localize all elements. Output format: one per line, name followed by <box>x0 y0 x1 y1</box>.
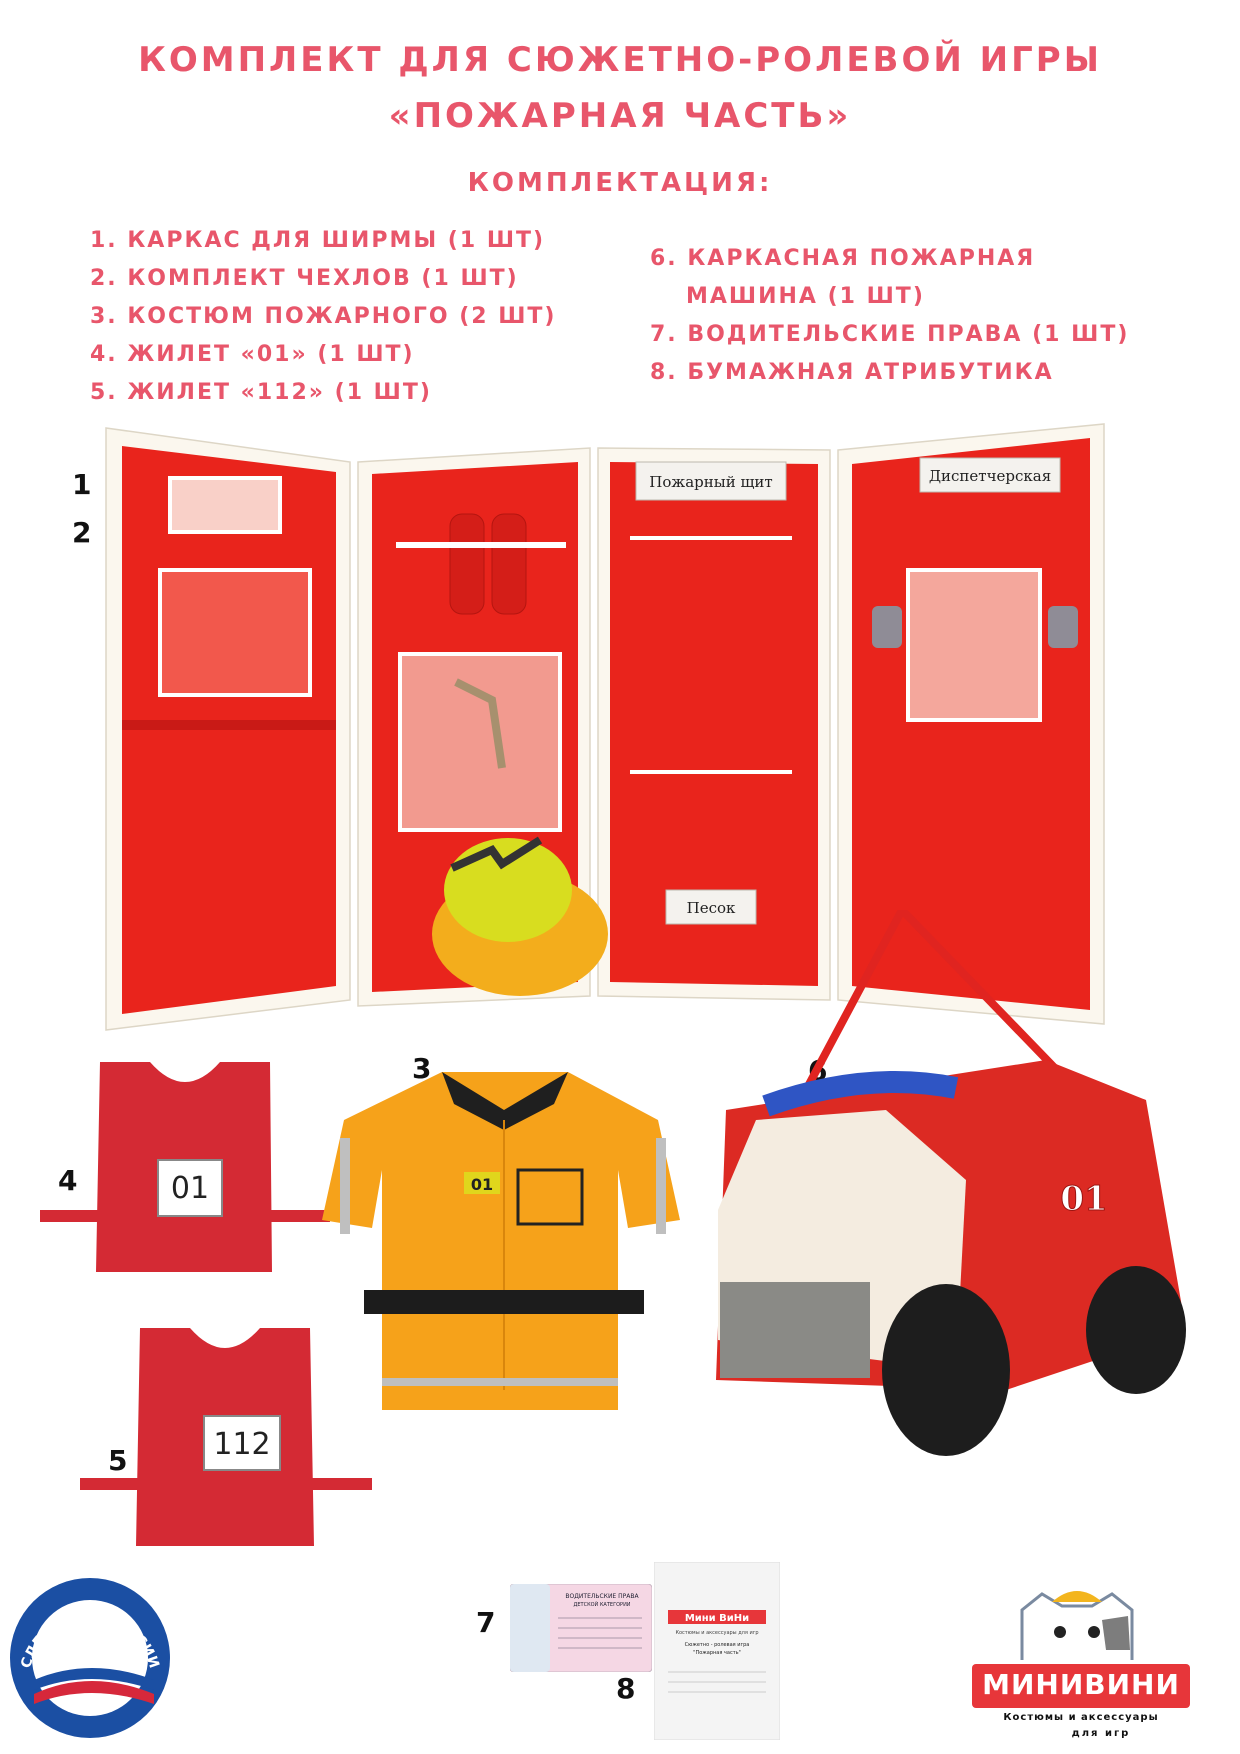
fire-truck-image: 01 <box>716 910 1186 1456</box>
brand-name-bar <box>972 1664 1190 1708</box>
title-line-1: КОМПЛЕКТ ДЛЯ СЮЖЕТНО-РОЛЕВОЙ ИГРЫ <box>138 40 1102 80</box>
screen-panel-4: Диспетчерская <box>837 423 1105 1025</box>
title-line-2: «ПОЖАРНАЯ ЧАСТЬ» <box>388 96 852 136</box>
paper-line-2: "Пожарная часть" <box>693 1650 741 1656</box>
helmet <box>432 836 608 996</box>
list-item: 6. КАРКАСНАЯ ПОЖАРНАЯ <box>650 246 1036 271</box>
driver-license-image: ВОДИТЕЛЬСКИЕ ПРАВА ДЕТСКОЙ КАТЕГОРИИ <box>510 1584 652 1672</box>
vest-01-number: 01 <box>171 1171 209 1206</box>
folding-screen-image: Пожарный щит Песок Диспетчерская <box>105 423 1105 1031</box>
vest-112-image: 112 <box>80 1328 372 1546</box>
cat-mascot-icon <box>1020 1591 1134 1660</box>
brand-name: МИНИВИНИ <box>982 1668 1180 1701</box>
screen-panel-3: Пожарный щит Песок <box>597 447 831 1001</box>
item-number-4: 4 <box>58 1164 78 1197</box>
list-item: 8. БУМАЖНАЯ АТРИБУТИКА <box>650 360 1054 385</box>
item-number-8: 8 <box>616 1672 636 1705</box>
list-item: 1. КАРКАС ДЛЯ ШИРМЫ (1 ШТ) <box>90 228 546 253</box>
screen-label-dispatch: Диспетчерская <box>929 467 1051 485</box>
paper-brand: Мини ВиНи <box>685 1613 749 1624</box>
paper-line-1: Сюжетно - ролевая игра <box>685 1642 750 1648</box>
brand-tagline-1: Костюмы и аксессуары <box>1003 1712 1159 1723</box>
item-number-3: 3 <box>412 1052 432 1085</box>
list-item: 2. КОМПЛЕКТ ЧЕХЛОВ (1 ШТ) <box>90 266 519 291</box>
paper-attributes-image: Мини ВиНи Костюмы и аксессуары для игр С… <box>654 1562 780 1740</box>
screen-label-sand: Песок <box>687 899 736 917</box>
screen-label-shield: Пожарный щит <box>649 473 772 491</box>
list-item: 3. КОСТЮМ ПОЖАРНОГО (2 ШТ) <box>90 304 557 329</box>
paper-tagline: Костюмы и аксессуары для игр <box>675 1630 758 1636</box>
items-list-right: 6. КАРКАСНАЯ ПОЖАРНАЯ МАШИНА (1 ШТ) 7. В… <box>650 240 1129 392</box>
list-item: 7. ВОДИТЕЛЬСКИЕ ПРАВА (1 ШТ) <box>650 322 1130 347</box>
screen-panel-1 <box>105 427 351 1031</box>
brand-tagline-2: для игр <box>1071 1728 1131 1739</box>
list-item: 5. ЖИЛЕТ «112» (1 ШТ) <box>90 380 432 405</box>
list-item: 4. ЖИЛЕТ «01» (1 ШТ) <box>90 342 415 367</box>
item-number-1: 1 <box>72 468 92 501</box>
license-title-1: ВОДИТЕЛЬСКИЕ ПРАВА <box>565 1593 639 1600</box>
truck-number: 01 <box>1060 1179 1107 1219</box>
item-number-5: 5 <box>108 1444 128 1477</box>
license-title-2: ДЕТСКОЙ КАТЕГОРИИ <box>573 1601 630 1608</box>
vest-01-image: 01 <box>40 1062 330 1272</box>
jacket-badge: 01 <box>471 1175 493 1194</box>
brand-logo: МИНИВИНИ Костюмы и аксессуары для игр <box>966 1580 1196 1750</box>
items-list-left: 1. КАРКАС ДЛЯ ШИРМЫ (1 ШТ) 2. КОМПЛЕКТ Ч… <box>90 222 557 412</box>
subtitle: КОМПЛЕКТАЦИЯ: <box>467 168 773 198</box>
vest-112-number: 112 <box>213 1427 270 1462</box>
item-number-7: 7 <box>476 1606 496 1639</box>
item-number-2: 2 <box>72 516 92 549</box>
made-in-russia-badge: СДЕЛАНО В РОССИИ <box>10 1578 170 1738</box>
list-item: МАШИНА (1 ШТ) <box>686 284 925 309</box>
firefighter-jacket-image: 01 <box>322 1072 680 1410</box>
